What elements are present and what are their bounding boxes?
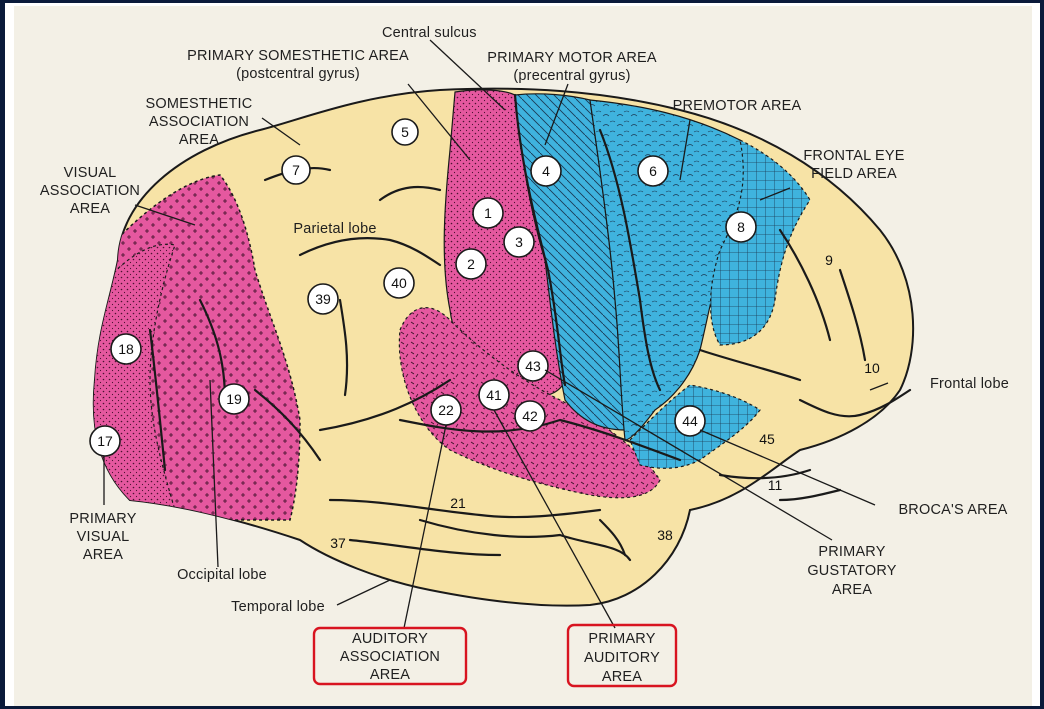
frontal-lobe-label: Frontal lobe (930, 376, 1009, 392)
somesthetic-association-label-2: ASSOCIATION (149, 114, 249, 130)
central-sulcus-label: Central sulcus (382, 25, 477, 41)
primary-gustatory-label-3: AREA (832, 582, 872, 598)
area-label-21: 21 (450, 495, 466, 511)
svg-text:40: 40 (391, 275, 407, 291)
primary-gustatory-label-2: GUSTATORY (807, 563, 896, 579)
precentral-gyrus-label: (precentral gyrus) (513, 68, 630, 84)
visual-association-label-3: AREA (70, 201, 110, 217)
area-marker-3: 3 (504, 227, 534, 257)
svg-text:4: 4 (542, 163, 550, 179)
area-marker-18: 18 (111, 334, 141, 364)
area-label-10: 10 (864, 360, 880, 376)
area-marker-17: 17 (90, 426, 120, 456)
svg-text:44: 44 (682, 413, 698, 429)
svg-text:39: 39 (315, 291, 331, 307)
primary-auditory-label-2: AUDITORY (584, 650, 660, 666)
premotor-label: PREMOTOR AREA (673, 98, 802, 114)
svg-text:7: 7 (292, 162, 300, 178)
area-marker-44: 44 (675, 406, 705, 436)
svg-text:41: 41 (486, 387, 502, 403)
svg-text:43: 43 (525, 358, 541, 374)
brocas-area-label: BROCA'S AREA (898, 502, 1007, 518)
svg-text:3: 3 (515, 234, 523, 250)
primary-auditory-label: PRIMARY (588, 631, 655, 647)
frontal-eye-field-label-2: FIELD AREA (811, 166, 897, 182)
somesthetic-association-label-3: AREA (179, 132, 219, 148)
area-marker-1: 1 (473, 198, 503, 228)
auditory-association-box: AUDITORY ASSOCIATION AREA (314, 628, 466, 684)
svg-text:22: 22 (438, 402, 454, 418)
auditory-association-label: AUDITORY (352, 631, 428, 647)
svg-text:2: 2 (467, 256, 475, 272)
visual-association-label-2: ASSOCIATION (40, 183, 140, 199)
area-marker-4: 4 (531, 156, 561, 186)
svg-text:8: 8 (737, 219, 745, 235)
area-marker-41: 41 (479, 380, 509, 410)
primary-gustatory-label: PRIMARY (818, 544, 885, 560)
auditory-association-label-2: ASSOCIATION (340, 649, 440, 665)
primary-motor-label: PRIMARY MOTOR AREA (487, 50, 657, 66)
primary-visual-label-3: AREA (83, 547, 123, 563)
area-label-9: 9 (825, 252, 833, 268)
primary-visual-label-2: VISUAL (77, 529, 130, 545)
somesthetic-association-label: SOMESTHETIC (146, 96, 253, 112)
frontal-eye-field-label: FRONTAL EYE (803, 148, 904, 164)
area-label-11: 11 (768, 477, 783, 493)
svg-text:1: 1 (484, 205, 492, 221)
area-marker-40: 40 (384, 268, 414, 298)
occipital-lobe-label: Occipital lobe (177, 567, 267, 583)
primary-auditory-label-3: AREA (602, 669, 642, 685)
area-label-38: 38 (657, 527, 673, 543)
area-marker-42: 42 (515, 401, 545, 431)
area-marker-8: 8 (726, 212, 756, 242)
area-marker-2: 2 (456, 249, 486, 279)
primary-visual-label: PRIMARY (69, 511, 136, 527)
area-marker-39: 39 (308, 284, 338, 314)
area-marker-43: 43 (518, 351, 548, 381)
primary-auditory-box: PRIMARY AUDITORY AREA (568, 625, 676, 686)
temporal-lobe-label: Temporal lobe (231, 599, 325, 615)
svg-text:5: 5 (401, 124, 409, 140)
primary-somesthetic-label: PRIMARY SOMESTHETIC AREA (187, 48, 409, 64)
area-marker-7: 7 (282, 156, 310, 184)
visual-association-label: VISUAL (64, 165, 117, 181)
area-marker-22: 22 (431, 395, 461, 425)
svg-text:19: 19 (226, 391, 242, 407)
area-marker-5: 5 (392, 119, 418, 145)
area-label-45: 45 (759, 431, 775, 447)
postcentral-gyrus-label: (postcentral gyrus) (236, 66, 360, 82)
area-marker-19: 19 (219, 384, 249, 414)
svg-text:6: 6 (649, 163, 657, 179)
area-marker-6: 6 (638, 156, 668, 186)
svg-text:17: 17 (97, 433, 113, 449)
area-label-37: 37 (330, 535, 346, 551)
parietal-lobe-label: Parietal lobe (293, 221, 376, 237)
auditory-association-label-3: AREA (370, 667, 410, 683)
svg-text:18: 18 (118, 341, 134, 357)
svg-text:42: 42 (522, 408, 538, 424)
